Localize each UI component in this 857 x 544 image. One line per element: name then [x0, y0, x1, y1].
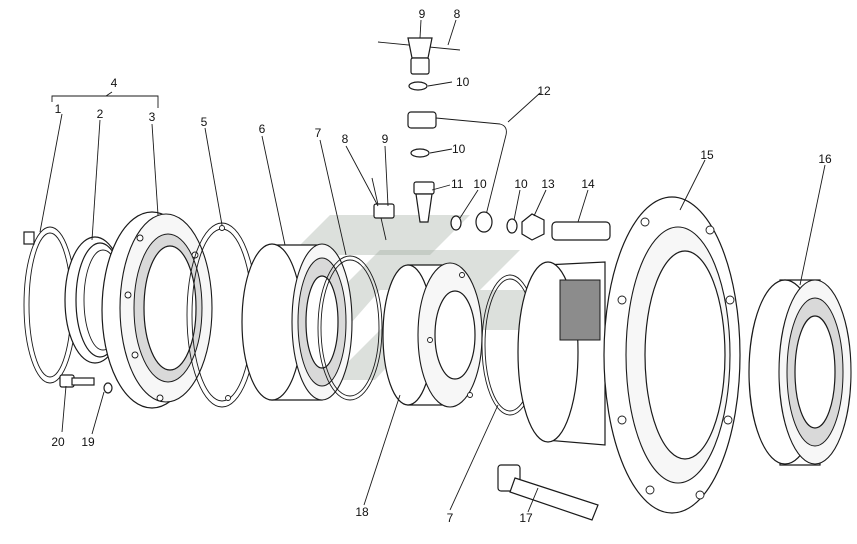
part-12-tube — [407, 111, 507, 233]
callout-label: 2 — [97, 107, 104, 121]
part-10-washer-b — [410, 148, 430, 158]
part-17-bolt — [497, 464, 599, 521]
part-13-nut — [521, 213, 545, 241]
part-8-9-breather-top — [377, 37, 461, 75]
callout-label: 7 — [315, 126, 322, 140]
callout-label: 16 — [818, 152, 832, 166]
callout-label: 14 — [581, 177, 595, 191]
part-7-o-ring-left — [317, 255, 383, 401]
callout-label: 8 — [454, 7, 461, 21]
callout-label: 8 — [342, 132, 349, 146]
part-3-flanged-cover — [101, 211, 213, 409]
part-10-washer-d — [506, 218, 518, 234]
callout-label: 7 — [447, 511, 454, 525]
callout-label: 5 — [201, 115, 208, 129]
callout-label: 19 — [81, 435, 95, 449]
leader-lines — [39, 19, 826, 513]
callout-label: 1 — [55, 102, 62, 116]
callout-label: 20 — [51, 435, 65, 449]
callout-label: 10 — [473, 177, 487, 191]
callout-label: 3 — [149, 110, 156, 124]
callout-4-bracket — [51, 95, 159, 108]
callout-label: 15 — [700, 148, 714, 162]
part-11-fitting — [413, 181, 435, 223]
part-16-outer-bearing — [748, 279, 852, 466]
callout-label: 18 — [355, 505, 369, 519]
callout-label: 10 — [456, 75, 470, 89]
callout-label: 10 — [514, 177, 528, 191]
callout-label: 12 — [537, 84, 551, 98]
part-15-wheel-hub — [517, 196, 741, 514]
part-10-washer-a — [408, 81, 428, 91]
part-19-washer — [103, 382, 113, 394]
part-18-bearing-carrier — [382, 262, 483, 408]
callout-label: 9 — [382, 132, 389, 146]
callout-label: 4 — [111, 76, 118, 90]
part-20-screw — [59, 374, 95, 388]
callout-label: 11 — [451, 177, 464, 191]
callout-label: 6 — [259, 122, 266, 136]
part-6-bearing — [241, 243, 353, 401]
callout-label: 13 — [541, 177, 555, 191]
part-14-stud — [551, 221, 611, 241]
callout-label: 10 — [452, 142, 466, 156]
callout-labels: 1 2 3 4 5 6 7 7 8 8 9 9 10 10 10 10 11 1… — [51, 7, 832, 525]
part-8-9-breather-middle — [371, 177, 395, 241]
callout-label: 17 — [519, 511, 533, 525]
callout-label: 9 — [419, 7, 426, 21]
part-10-washer-c — [450, 215, 462, 231]
